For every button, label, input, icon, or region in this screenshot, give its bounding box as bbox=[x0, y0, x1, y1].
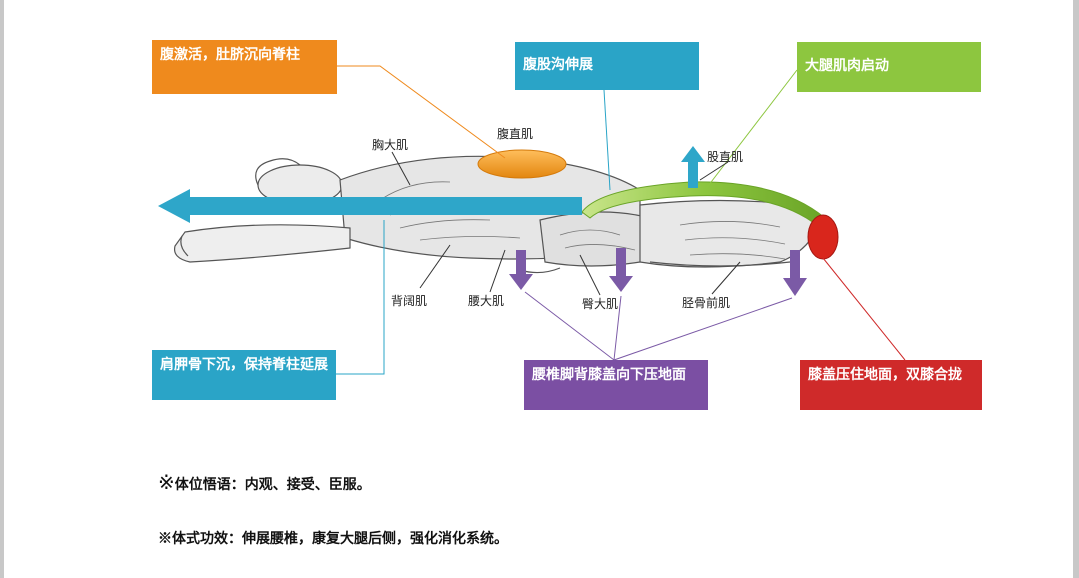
press-arrows bbox=[509, 248, 807, 296]
label-latissimus: 背阔肌 bbox=[391, 294, 428, 308]
note-mark: ※ bbox=[158, 470, 175, 494]
label-gluteus: 臀大肌 bbox=[582, 297, 619, 311]
leader-lines bbox=[336, 65, 906, 375]
callout-thigh-text: 大腿肌肉启动 bbox=[805, 58, 889, 74]
press-arrow-foot bbox=[783, 250, 807, 296]
left-border bbox=[0, 0, 4, 578]
callout-scapula: 肩胛骨下沉，保持脊柱延展 bbox=[152, 350, 336, 400]
callout-abdomen-text: 腹激活，肚脐沉向脊柱 bbox=[160, 47, 300, 63]
callout-groin-stretch: 腹股沟伸展 bbox=[515, 42, 699, 90]
press-arrow-hip bbox=[609, 248, 633, 292]
callout-knee-text: 膝盖压住地面，双膝合拢 bbox=[808, 367, 962, 383]
note-insight: ※体位悟语：内观、接受、臣服。 bbox=[158, 470, 371, 494]
knee-highlight bbox=[807, 214, 839, 260]
spine-extension-arrow bbox=[158, 189, 582, 223]
label-tibialis: 胫骨前肌 bbox=[682, 296, 731, 310]
callout-scapula-text: 肩胛骨下沉，保持脊柱延展 bbox=[160, 357, 328, 373]
muscle-lines bbox=[379, 181, 786, 260]
callout-press-text: 腰椎脚背膝盖向下压地面 bbox=[532, 367, 686, 383]
callout-knee: 膝盖压住地面，双膝合拢 bbox=[800, 360, 982, 410]
lift-arrow bbox=[681, 146, 705, 188]
note-benefits-text: ※体式功效：伸展腰椎，康复大腿后侧，强化消化系统。 bbox=[158, 531, 508, 547]
press-arrow-lumbar bbox=[509, 250, 533, 290]
abdomen-highlight bbox=[477, 149, 567, 179]
callout-thigh-engage: 大腿肌肉启动 bbox=[797, 42, 981, 92]
callout-abdomen: 腹激活，肚脐沉向脊柱 bbox=[152, 40, 337, 94]
label-pectoralis: 胸大肌 bbox=[372, 138, 409, 152]
right-border bbox=[1073, 0, 1079, 578]
label-rectus-femoris: 股直肌 bbox=[707, 150, 744, 164]
note-insight-text: 体位悟语：内观、接受、臣服。 bbox=[174, 477, 371, 493]
callout-groin-text: 腹股沟伸展 bbox=[523, 57, 593, 73]
label-psoas: 腰大肌 bbox=[468, 294, 505, 308]
label-rectus-abdominis: 腹直肌 bbox=[497, 127, 534, 141]
note-benefits: ※体式功效：伸展腰椎，康复大腿后侧，强化消化系统。 bbox=[158, 528, 508, 548]
callout-press-floor: 腰椎脚背膝盖向下压地面 bbox=[524, 360, 708, 410]
